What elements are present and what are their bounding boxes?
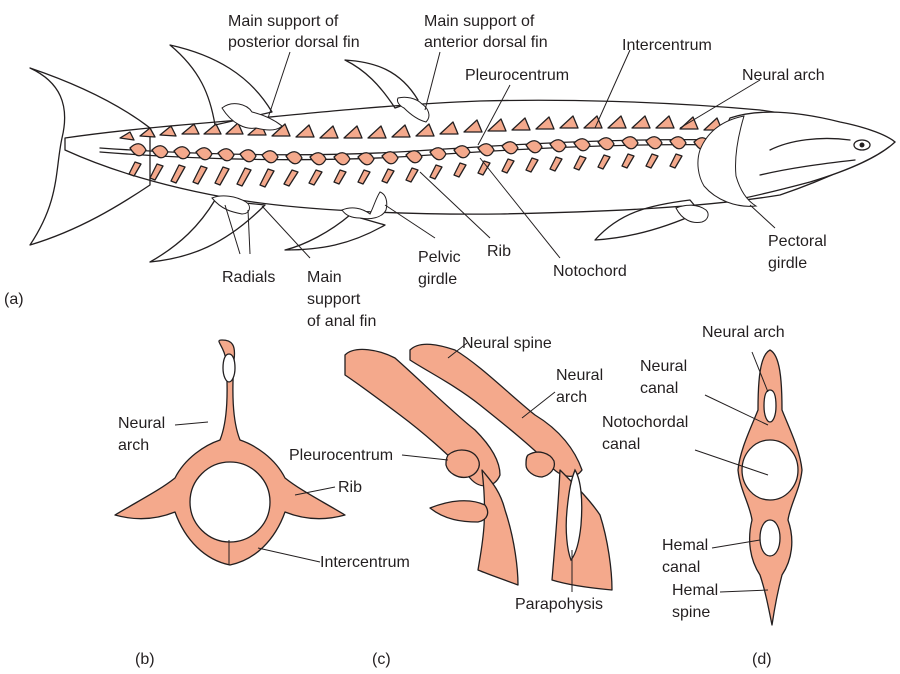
label-pleurocentrum-c: Pleurocentrum [289, 446, 393, 465]
label-rib-a: Rib [487, 242, 511, 261]
panel-tag-a: (a) [4, 290, 24, 309]
label-hemal-spine-line1: Hemal [672, 581, 718, 600]
label-neural-arch-a: Neural arch [742, 66, 825, 85]
label-intercentrum-b: Intercentrum [320, 553, 410, 572]
label-hemal-canal-line1: Hemal [662, 536, 708, 555]
label-intercentrum-a: Intercentrum [622, 36, 712, 55]
label-rib-b: Rib [338, 478, 362, 497]
panel-tag-b: (b) [135, 650, 155, 669]
label-anal-support-line2: support [307, 290, 360, 309]
label-radials: Radials [222, 268, 275, 287]
label-neural-spine: Neural spine [462, 334, 552, 353]
label-anterior-dorsal-support-line1: Main support of [424, 12, 534, 31]
label-pectoral-girdle-line1: Pectoral [768, 232, 827, 251]
label-neural-arch-c-line2: arch [556, 388, 587, 407]
intercentrum-c-right [552, 470, 612, 590]
label-notochord: Notochord [553, 262, 627, 281]
caudal-fin [30, 68, 150, 245]
label-pectoral-girdle-line2: girdle [768, 254, 807, 273]
label-parapophysis: Parapohysis [515, 595, 603, 614]
label-anal-support-line3: of anal fin [307, 312, 376, 331]
panel-tag-d: (d) [752, 650, 772, 669]
label-notochordal-canal-line1: Notochordal [602, 413, 688, 432]
label-neural-arch-d: Neural arch [702, 323, 785, 342]
label-pelvic-girdle-line1: Pelvic [418, 248, 461, 267]
label-posterior-dorsal-support-line2: posterior dorsal fin [228, 33, 360, 52]
label-neural-canal-line1: Neural [640, 357, 687, 376]
skull [722, 112, 895, 200]
panel-tag-c: (c) [372, 650, 391, 669]
rib-c [430, 501, 488, 522]
label-neural-arch-b-line1: Neural [118, 414, 165, 433]
label-posterior-dorsal-support-line1: Main support of [228, 12, 338, 31]
label-anterior-dorsal-support-line2: anterior dorsal fin [424, 33, 548, 52]
label-neural-arch-c-line1: Neural [556, 366, 603, 385]
label-neural-arch-b-line2: arch [118, 436, 149, 455]
pleurocentrum-c-right [526, 452, 554, 477]
label-notochordal-canal-line2: canal [602, 435, 640, 454]
anterior-dorsal-support [397, 97, 429, 122]
label-pelvic-girdle-line2: girdle [418, 270, 457, 289]
label-hemal-spine-line2: spine [672, 603, 710, 622]
label-anal-support-line1: Main [307, 268, 342, 287]
label-neural-canal-line2: canal [640, 379, 678, 398]
label-pleurocentrum-a: Pleurocentrum [465, 66, 569, 85]
label-hemal-canal-line2: canal [662, 558, 700, 577]
intercentrum-c-left [478, 470, 518, 585]
pelvic-fin [285, 215, 385, 250]
pelvic-girdle-bone [342, 192, 387, 219]
pleurocentrum-c-left [446, 450, 479, 477]
